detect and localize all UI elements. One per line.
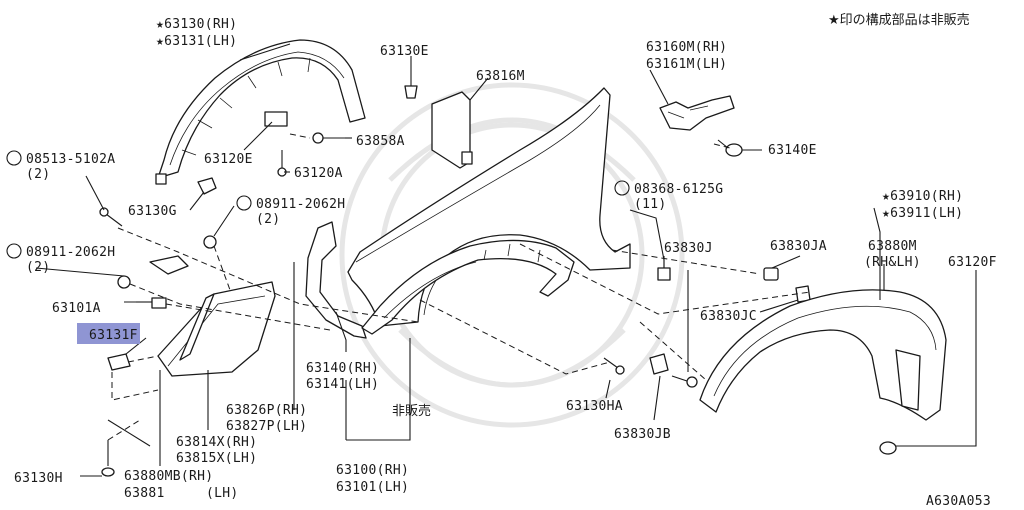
label-63130h: 63130H xyxy=(14,471,63,486)
symbol-n-08911-upper xyxy=(236,195,252,211)
screw-63130ha xyxy=(603,357,625,375)
label-08911-lower: 08911-2062H xyxy=(26,245,115,260)
label-08911-upper: 08911-2062H xyxy=(256,197,345,212)
bracket-63160m xyxy=(659,95,735,131)
label-63120e: 63120E xyxy=(204,152,253,167)
non-sale-note: ★印の構成部品は非販売 xyxy=(828,12,970,28)
label-63858a: 63858A xyxy=(356,134,405,149)
label-63101a: 63101A xyxy=(52,301,101,316)
diagram-id: A630A053 xyxy=(926,494,991,509)
label-63141-lh: 63141(LH) xyxy=(306,377,379,392)
fender-protector-inner xyxy=(361,239,575,335)
label-63881-side: (LH) xyxy=(206,486,239,501)
leader-lines xyxy=(35,43,977,477)
clip-63830jb xyxy=(649,353,698,388)
label-08911-upper-qty: (2) xyxy=(256,212,280,227)
clip-63130e xyxy=(404,70,418,99)
screw-63130h xyxy=(101,440,115,477)
label-63130g: 63130G xyxy=(128,204,177,219)
label-08513-qty: (2) xyxy=(26,167,50,182)
label-63131-lh: ★63131(LH) xyxy=(156,34,237,49)
label-63830jb: 63830JB xyxy=(614,427,671,442)
clip-63120f xyxy=(879,441,897,455)
assembly-dashed-lines xyxy=(107,133,811,441)
label-63130e: 63130E xyxy=(380,44,429,59)
label-63830ja: 63830JA xyxy=(770,239,827,254)
label-63100: 63100(RH) xyxy=(336,463,409,478)
label-63880m-side: (RH&LH) xyxy=(864,255,921,270)
clip-63830ja xyxy=(763,267,779,281)
symbol-n-08911-lower xyxy=(6,243,22,259)
label-63830jc: 63830JC xyxy=(700,309,757,324)
label-63120f: 63120F xyxy=(948,255,997,270)
label-63120a: 63120A xyxy=(294,166,343,181)
label-63140e: 63140E xyxy=(768,143,817,158)
bracket-63816m xyxy=(431,91,473,169)
clip-63131f xyxy=(107,353,131,371)
label-63815x: 63815X(LH) xyxy=(176,451,257,466)
label-63101: 63101(LH) xyxy=(336,480,409,495)
label-63814x: 63814X(RH) xyxy=(176,435,257,450)
screw-63140e xyxy=(717,139,743,157)
nut-08911-upper xyxy=(203,235,217,249)
front-wheelhouse-liner xyxy=(155,39,366,185)
label-63881: 63881 xyxy=(124,486,165,501)
symbol-s-08368 xyxy=(614,180,630,196)
label-08368-qty: (11) xyxy=(634,197,667,212)
symbol-s-08513 xyxy=(6,150,22,166)
label-63140-rh: 63140(RH) xyxy=(306,361,379,376)
clip-63130g xyxy=(197,177,217,195)
label-63816m: 63816M xyxy=(476,69,525,84)
label-63826p: 63826P(RH) xyxy=(226,403,307,418)
label-08368: 08368-6125G xyxy=(634,182,723,197)
label-08513: 08513-5102A xyxy=(26,152,115,167)
label-63130-rh: ★63130(RH) xyxy=(156,17,237,32)
label-63827p: 63827P(LH) xyxy=(226,419,307,434)
fender-apron xyxy=(305,221,367,339)
over-fender xyxy=(699,289,947,421)
label-63911: ★63911(LH) xyxy=(882,206,963,221)
screw-08513 xyxy=(99,207,123,227)
label-63131f[interactable]: 63131F xyxy=(89,328,138,343)
label-63880mb: 63880MB(RH) xyxy=(124,469,213,484)
label-63830j: 63830J xyxy=(664,241,713,256)
highlight-63131f xyxy=(77,323,140,344)
label-63160m: 63160M(RH) xyxy=(646,40,727,55)
label-not-for-sale: 非販売 xyxy=(392,403,431,419)
clip-63858a xyxy=(312,132,345,144)
label-63880m: 63880M xyxy=(868,239,917,254)
labels: ★印の構成部品は非販売 ★63130(RH) ★63131(LH) 63130E… xyxy=(6,12,997,509)
label-08911-lower-qty: (2) xyxy=(26,260,50,275)
label-63130ha: 63130HA xyxy=(566,399,623,414)
label-63161m: 63161M(LH) xyxy=(646,57,727,72)
mud-flap xyxy=(157,281,276,377)
bracket-small-left xyxy=(149,255,189,275)
label-63910: ★63910(RH) xyxy=(882,189,963,204)
clip-63101a xyxy=(136,297,167,309)
nut-08911-lower xyxy=(117,275,131,289)
